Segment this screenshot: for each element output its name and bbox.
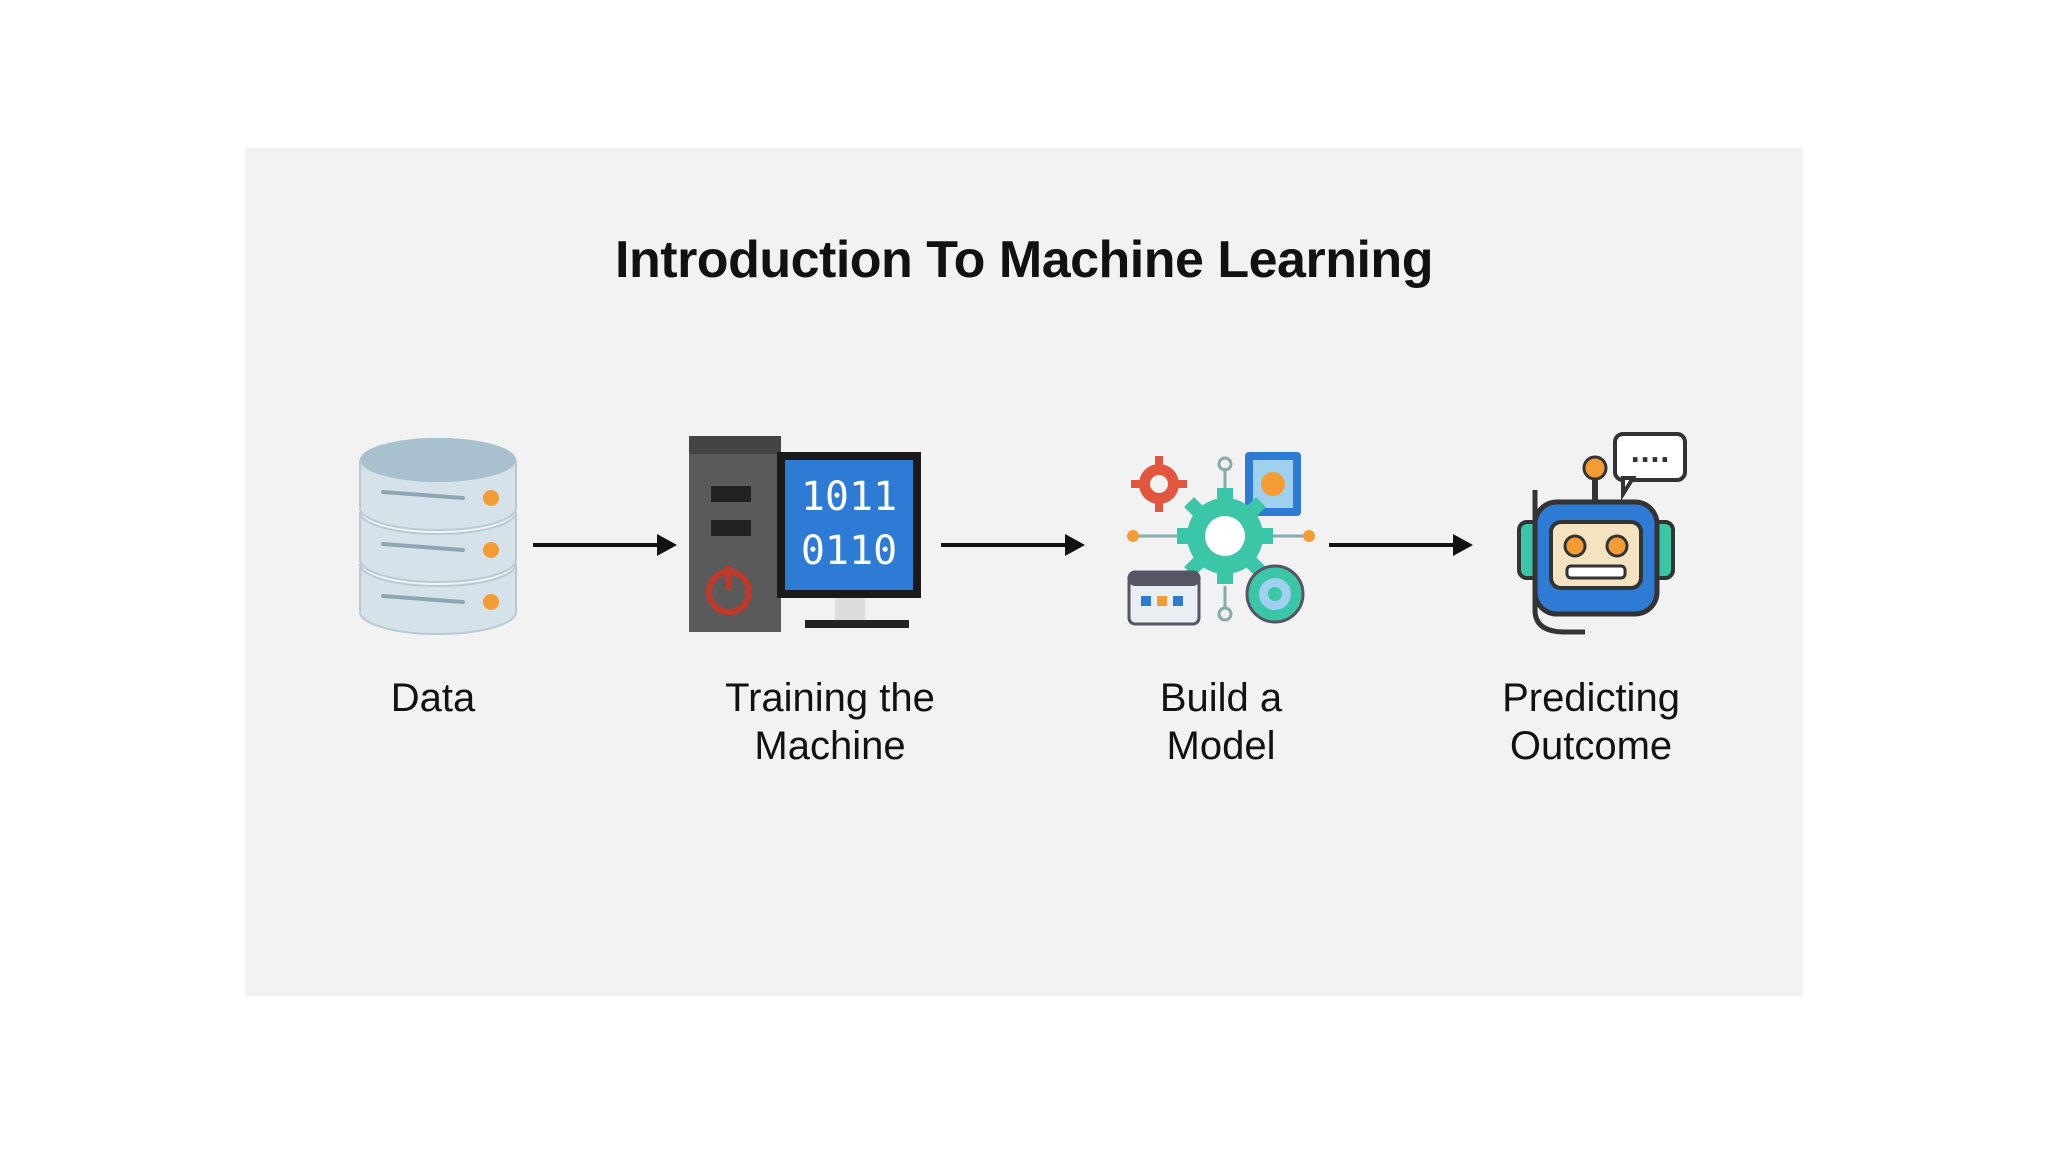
arrow-right-icon [1329,534,1473,556]
arrow-right-icon [941,534,1085,556]
arrow-right-icon [533,534,677,556]
diagram-panel: Introduction To Machine Learning Data 10… [245,148,1803,996]
robot-icon: .... [1517,432,1687,635]
model-gears-icon [1127,452,1315,626]
database-icon [359,438,517,635]
step-label-model: Build a Model [1159,676,1283,768]
computer-binary-icon: 1011 0110 [689,436,921,632]
step-label-training: Training the Machine [725,676,935,768]
step-label-prediction: Predicting Outcome [1502,676,1680,768]
screen-binary-line-1: 1011 [801,474,897,520]
step-label-data: Data [390,676,476,720]
speech-bubble-text: .... [1630,439,1670,469]
diagram-title: Introduction To Machine Learning [615,231,1433,289]
screen-binary-line-2: 0110 [801,528,897,574]
